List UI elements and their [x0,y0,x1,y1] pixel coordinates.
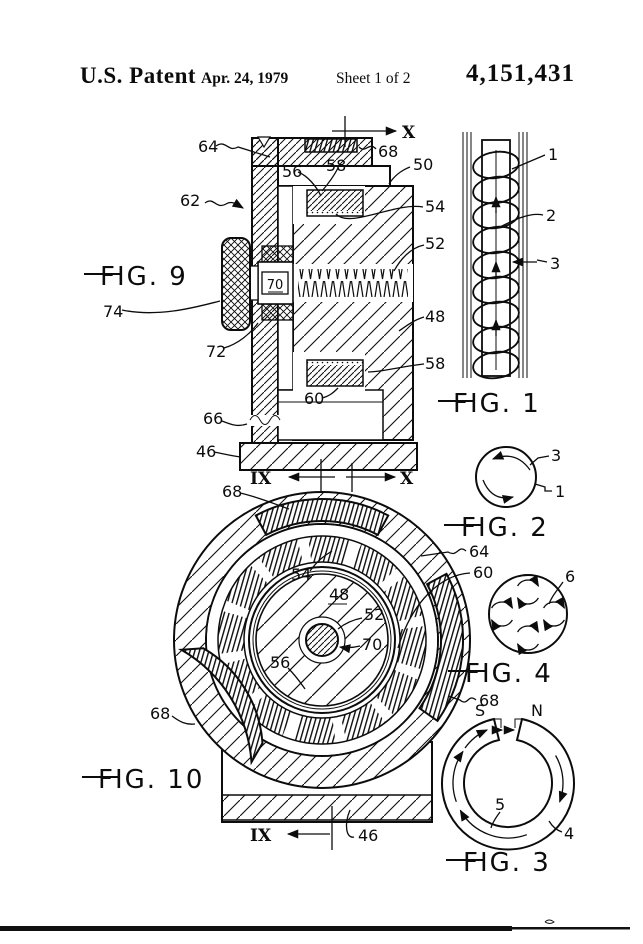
figure-9: X IX X 64 68 62 56 58 50 54 52 [84,116,445,520]
fig10-shaft [305,623,339,657]
fig2-caption: FIG. 2 [461,513,549,543]
fig9-knurl-bottom [261,303,294,321]
fig2-rotor-circle [475,446,537,508]
fig10-ref-64: 64 [469,542,489,561]
figure-10: IX 46 68 64 60 54 48 52 70 56 68 68 [82,482,499,850]
figure-2: 3 1 FIG. 2 [444,446,565,543]
fig2-ref-3: 3 [551,446,561,465]
fig3-ref-5: 5 [495,795,505,814]
fig9-section-mid-ix: IX [250,469,272,489]
fig10-ref-68-left: 68 [150,704,170,723]
fig3-flux-arrows [452,729,568,839]
fig1-caption: FIG. 1 [453,389,541,419]
fig9-ref-60: 60 [304,389,324,408]
fig10-magnet-right [418,572,465,723]
figure-3: S N 5 4 FIG. 3 [441,701,575,878]
fig10-ref-60: 60 [473,563,493,582]
fig9-collar [249,265,259,301]
figure-1: 1 2 3 FIG. 1 [438,132,560,419]
fig3-ref-4: 4 [564,824,574,843]
fig9-break-line [249,415,281,425]
fig9-knob-74 [221,237,251,331]
fig3-caption: FIG. 3 [463,848,551,878]
figure-4: 6 FIG. 4 [448,567,575,689]
fig10-ref-52: 52 [364,605,384,624]
fig9-ref-64: 64 [198,137,218,156]
fig9-ref-74: 74 [103,302,123,321]
fig9-magnet-58-top [307,190,363,211]
fig9-magnet-68 [304,138,358,153]
fig10-ref-70: 70 [362,635,382,654]
fig9-ref-48: 48 [425,307,445,326]
fig3-magnet-ring [441,717,575,851]
fig9-ref-62: 62 [180,191,200,210]
patent-header-number: 4,151,431 [466,60,575,87]
fig10-ref-54: 54 [291,565,311,584]
fig10-cup-ring [248,566,396,714]
patent-header-sheet: Sheet 1 of 2 [336,70,411,87]
fig9-ref-52: 52 [425,234,445,253]
fig1-ref-1: 1 [548,145,558,164]
fig10-ref-56: 56 [270,653,290,672]
fig10-magnet-left [177,647,264,766]
fig3-pole-s: S [475,701,485,720]
fig4-caption: FIG. 4 [465,659,553,689]
fig10-caption: FIG. 10 [98,765,204,795]
fig10-section-ix: IX [250,826,272,846]
fig9-cup-bottom-arm [277,389,384,441]
fig2-ref-1: 1 [555,482,565,501]
fig10-magnet-top [254,497,390,537]
fig9-ref-56: 56 [282,162,302,181]
fig3-pole-n: N [531,701,543,720]
fig1-ref-3: 3 [550,254,560,273]
fig9-caption: FIG. 9 [100,262,188,292]
patent-header-date: Apr. 24, 1979 [201,70,289,87]
fig4-circle [488,574,568,654]
fig9-knurl-top [261,245,294,263]
fig9-threaded-shaft [298,269,408,297]
fig9-ref-72: 72 [206,342,226,361]
fig4-ref-6: 6 [565,567,575,586]
fig4-rotation-arrows [491,574,565,656]
fig9-ref-58-top: 58 [326,156,346,175]
fig9-notch [256,136,272,149]
fig10-stator-segments [218,536,426,744]
fig9-ref-54: 54 [425,197,445,216]
fig10-ref-48: 48 [329,585,349,604]
page-bottom-rule [0,919,630,931]
fig10-ref-46: 46 [358,826,378,845]
fig1-ref-2: 2 [546,206,556,225]
patent-header-title: U.S. Patent [80,63,197,88]
fig9-ref-70: 70 [267,278,284,293]
fig9-magnet-58-bottom [307,365,363,386]
fig9-section-mid-x: X [400,469,414,489]
fig9-ref-68: 68 [378,142,398,161]
fig9-section-top-x: X [402,123,416,143]
fig10-ref-68-top: 68 [222,482,242,501]
fig9-ref-50: 50 [413,155,433,174]
fig9-ref-58-bottom: 58 [425,354,445,373]
fig9-ref-46: 46 [196,442,216,461]
fig9-ref-66: 66 [203,409,223,428]
fig9-base-plate [239,442,418,471]
fig10-ref-68-right: 68 [479,691,499,710]
